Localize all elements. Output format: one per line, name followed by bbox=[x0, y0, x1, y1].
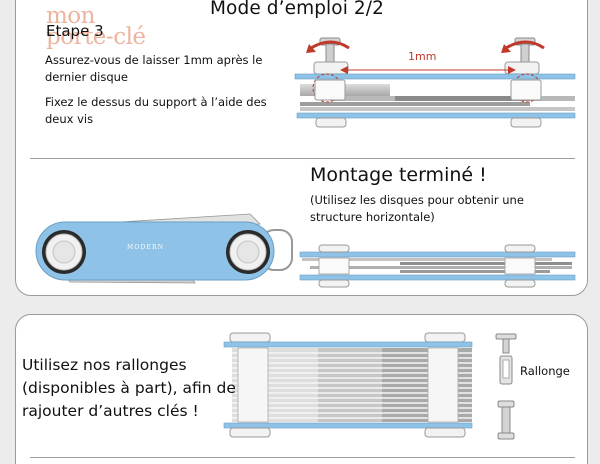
extension-label: Rallonge bbox=[520, 364, 570, 378]
section-divider bbox=[30, 158, 575, 159]
logo-line-2: porte-clé bbox=[46, 24, 146, 50]
step3-diagram bbox=[294, 37, 576, 128]
brand-logo: mon porte-clé bbox=[46, 3, 146, 50]
logo-line-1: mon bbox=[46, 3, 95, 29]
key-organizer-illustration bbox=[35, 213, 293, 284]
step3-instruction-screws: Fixez le dessus du support à l’aide des … bbox=[45, 95, 267, 126]
step-label: Etape 3 bbox=[46, 22, 104, 40]
section-divider-bottom bbox=[30, 457, 575, 458]
extension-screw-icon bbox=[495, 333, 517, 440]
step3-instruction-spacing: Assurez-vous de laisser 1mm après le der… bbox=[45, 53, 263, 84]
extended-stack-illustration bbox=[223, 332, 473, 438]
screw-right-icon bbox=[501, 37, 545, 65]
screw-left-icon bbox=[306, 37, 350, 65]
page-title: Mode d’emploi 2/2 bbox=[210, 0, 385, 19]
product-brand-label: MODERN bbox=[127, 244, 165, 251]
extensions-text: Utilisez nos rallonges (disponibles à pa… bbox=[22, 356, 236, 420]
dimension-label: 1mm bbox=[408, 50, 437, 63]
assembled-side-view bbox=[299, 244, 576, 288]
finished-subtitle: (Utilisez les disques pour obtenir une s… bbox=[310, 193, 524, 224]
finished-title: Montage terminé ! bbox=[310, 164, 487, 186]
